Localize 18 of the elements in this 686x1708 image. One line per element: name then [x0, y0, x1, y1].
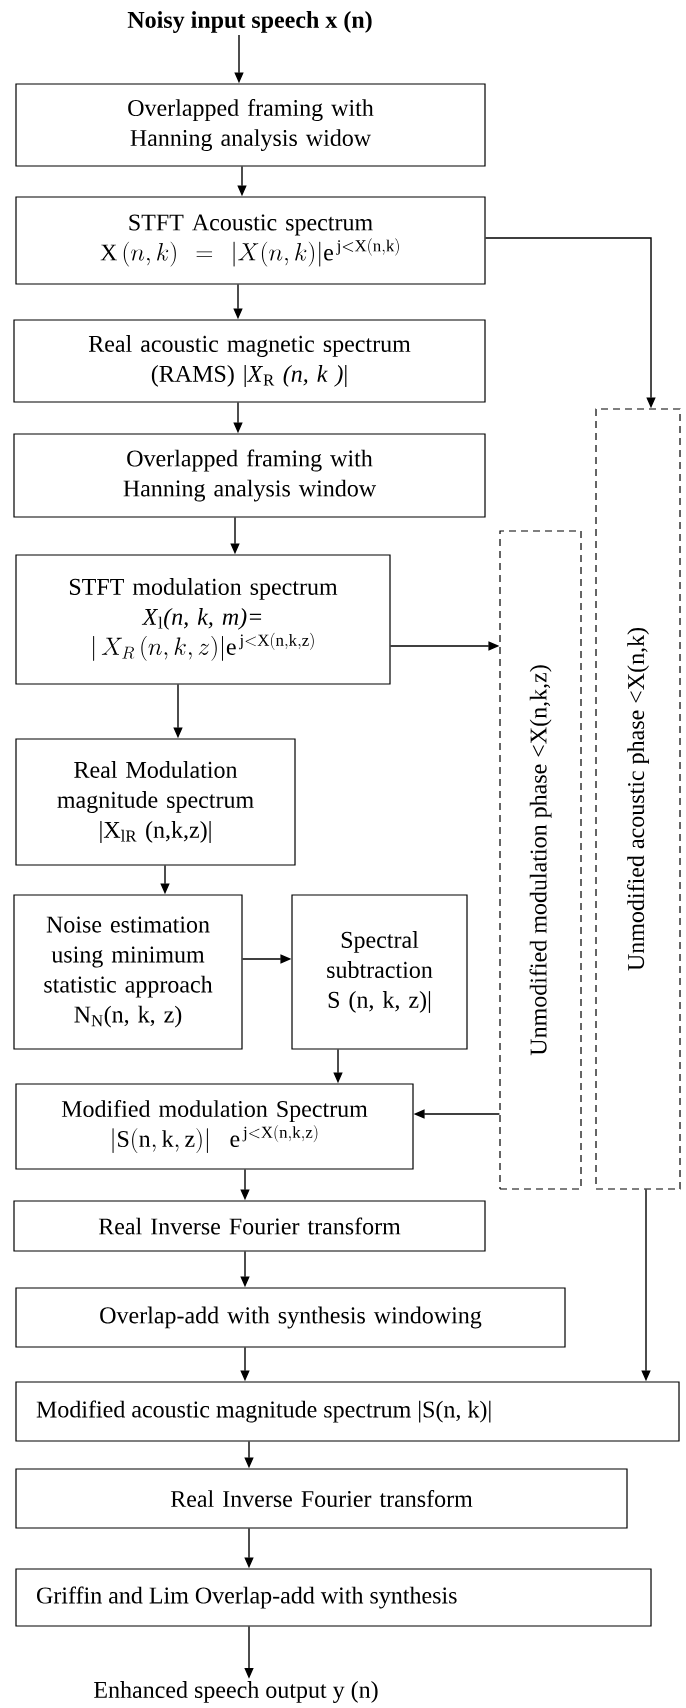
process-box: Spectral subtraction S (n, k, z)|	[291, 894, 468, 1050]
process-box: Griffin and Lim Overlap-add with synthesis	[15, 1568, 652, 1627]
process-box: Overlapped framing with Hanning analysis widow	[15, 83, 486, 167]
process-box: Real Inverse Fourier transform	[13, 1200, 486, 1252]
dashed-box: Unmodified acoustic phase <X(n,k)	[595, 408, 681, 1190]
flow-label: Noisy input speech x (n)	[127, 11, 372, 33]
process-box: Overlap-add with synthesis windowing	[15, 1287, 566, 1348]
process-box: STFT modulation spectrum X$_{l}$(n, k, m)= $|\,X_{R}\,(n, k, z)|\mathrm{e}^{\,\mathrm{j<X(n, k, z)}}$	[15, 554, 391, 685]
process-box: Overlapped framing with Hanning analysis window	[13, 433, 486, 518]
process-box: Modified modulation Spectrum $|\mathrm{S(n, k, z)}|\;\mathrm{e}^{\,\mathrm{j<X(n, k, z)}}$	[15, 1083, 414, 1170]
process-box: Real Modulation magnitude spectrum |X$_{lR}$ (n,k,z)|	[15, 738, 296, 866]
process-box: STFT Acoustic spectrum $\mathrm{X}\,(n, k)= |X(n, k)|\mathrm{e}^{\,\mathrm{j<X(n, k)}}$	[15, 196, 486, 285]
process-box: Modified acoustic magnitude spectrum |S(n, k)|	[15, 1381, 680, 1442]
dashed-box: Unmodified modulation phase <X(n,k,z)	[499, 530, 582, 1190]
flow-label: Enhanced speech output y (n)	[94, 1681, 378, 1703]
process-box: Real Inverse Fourier transform	[15, 1468, 628, 1529]
process-box: Noise estimation using minimum statistic approach N$_{N}$(n, k, z)	[13, 894, 243, 1050]
process-box: Real acoustic magnetic spectrum (RAMS) |X$_{R}$ (n, k )|	[13, 319, 486, 403]
